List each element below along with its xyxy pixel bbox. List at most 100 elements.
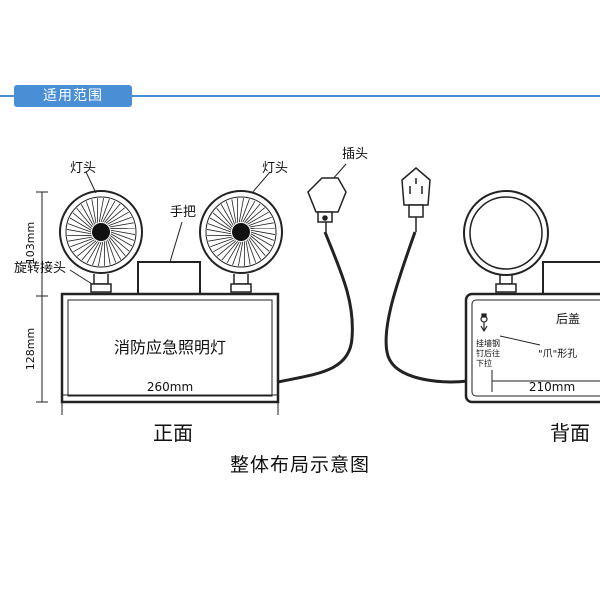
lamp-reflector-ray [250,231,275,241]
lamp-reflector-ray [107,239,117,263]
lamp-reflector-ray [250,233,273,247]
lamp-reflector-ray [216,207,233,228]
lamp-reflector-ray [248,216,272,226]
lamp-head-back [463,190,549,293]
lamp-reflector-ray [110,233,133,247]
lamp-reflector-ray [98,241,104,266]
height-dimension [36,191,48,403]
label-handle: 手把 [170,205,196,220]
label-rotating-joint: 旋转接头 [14,260,66,276]
label-plug: 插头 [342,147,368,162]
plug-left [307,177,347,232]
lamp-reflector-ray [250,229,275,235]
lamp-reflector-ray [207,229,232,235]
label-back-view: 背面 [550,421,590,445]
lamp-reflector-ray [86,241,100,264]
width-dimension-front [61,388,279,415]
lamp-reflector-ray [72,212,92,229]
lamp-reflector-ray [68,236,93,242]
lamp-reflector-ray [250,235,270,252]
front-body [60,292,280,404]
lamp-reflector-ray [98,198,104,223]
lamp-reflector-ray [245,207,266,224]
lamp-reflector-ray [220,204,234,226]
lamp-reflector-ray [245,240,251,265]
lamp-reflector-ray [85,201,95,225]
pointer-handle [169,221,183,263]
lamp-reflector-ray [208,236,233,242]
plug-right [401,167,431,232]
lamp-reflector-ray [212,212,232,229]
lamp-head-right [199,190,283,293]
body-text: 消防应急照明灯 [114,338,226,357]
lamp-reflector-ray [67,223,92,233]
lamp-reflector-ray [81,241,98,261]
label-lamp-head-right: 灯头 [262,161,288,176]
lamp-reflector-ray [76,240,97,257]
lamp-reflector-ray [247,211,269,225]
lamp-reflector-ray [110,235,130,252]
dim-103: 103mm [24,222,37,264]
lamp-reflector-ray [110,231,135,241]
label-claw-hole: "爪"形孔 [538,348,577,360]
diagram-caption: 整体布局示意图 [229,454,370,476]
lamp-reflector-ray [67,229,92,235]
lamp-reflector-ray [232,241,242,266]
lamp-reflector-ray [209,217,232,231]
hook-note-line2: 钉后往 [476,348,500,358]
pointer-joint [69,269,93,285]
lamp-reflector-ray [108,238,122,260]
lamp-reflector-ray [110,229,135,235]
lamp-reflector-ray [107,211,129,225]
lamp-reflector-ray [238,198,244,223]
section-tab: 适用范围 [14,85,132,107]
lamp-reflector-ray [104,203,121,223]
lamp-reflector-ray [109,222,134,228]
dim-210: 210mm [529,380,575,394]
lamp-reflector-ray [105,207,126,224]
lamp-reflector-ray [231,199,237,224]
hook-note-line3: 下拉 [476,358,492,368]
lamp-reflector-ray [240,198,250,223]
lamp-reflector-ray [109,236,126,257]
lamp-reflector-ray [207,223,232,233]
back-body-inner [471,299,600,397]
hook-note-line1: 挂墙钢 [476,338,500,348]
lamp-reflector-ray [102,200,116,223]
lamp-reflector-ray [221,241,238,261]
pointer-lamp-right [251,171,271,194]
lamp-reflector-ray [108,216,132,226]
lamp-reflector-ray [76,207,93,228]
lamp-reflector-ray [248,238,262,260]
claw-hole [480,313,488,333]
label-lamp-head-left: 灯头 [70,161,96,176]
back-cable [384,231,469,384]
lamp-reflector-ray [91,199,97,224]
lamp-head-left [59,190,143,293]
header-rule [0,95,600,97]
label-back-cover: 后盖 [556,312,580,326]
label-front-view: 正面 [153,421,193,445]
lamp-reflector-ray [247,239,257,263]
lamp-reflector-ray [73,239,95,253]
lamp-reflector-ray [225,201,235,225]
lamp-reflector-ray [92,241,102,266]
handle [137,261,201,295]
back-handle [542,261,600,295]
back-body [464,292,600,404]
lamp-reflector-ray [249,222,274,228]
lamp-reflector-ray [226,241,240,264]
lamp-reflector-ray [238,241,244,266]
pointer-lamp-left [85,171,97,194]
pointer-claw [499,335,541,346]
front-body-inner [67,299,273,397]
dim-128: 128mm [24,328,37,370]
lamp-reflector-ray [70,238,94,248]
front-cable [277,231,354,384]
lamp-reflector-ray [69,217,92,231]
dim-260: 260mm [147,380,193,394]
lamp-reflector-ray [242,200,256,223]
lamp-reflector-ray [210,238,234,248]
lamp-reflector-ray [244,203,261,223]
